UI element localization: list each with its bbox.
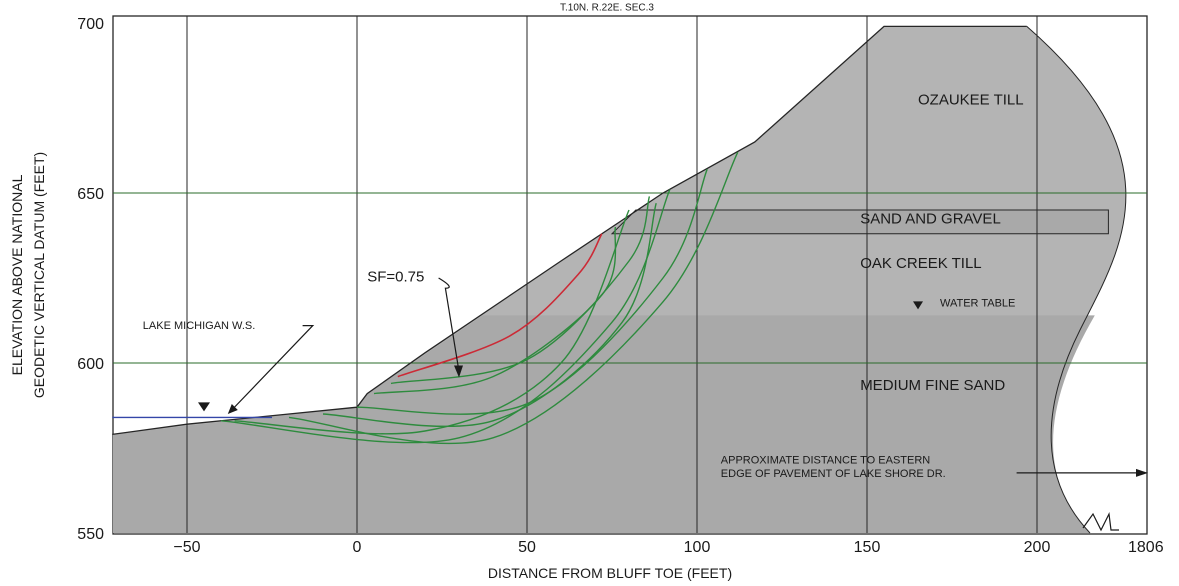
ozaukee-till-label: OZAUKEE TILL (918, 92, 1024, 109)
far-boundary-curve (1026, 26, 1127, 534)
critical-failure-surface-curve (397, 233, 603, 378)
y-tick-label: 700 (77, 16, 104, 33)
x-tick-label: 200 (1024, 539, 1051, 556)
y-tick-label: 650 (77, 186, 104, 203)
x-tick-label: 100 (684, 539, 711, 556)
section-header: T.10N. R.22E. SEC.3 (560, 2, 654, 13)
x-tick-label: 50 (518, 539, 536, 556)
sand-and-gravel-label: SAND AND GRAVEL (860, 211, 1001, 228)
water-table-triangle-icon (913, 301, 923, 310)
sand-and-gravel-band (610, 209, 1109, 235)
safety-factor-arrowhead-icon (454, 365, 463, 378)
x-tick-label: −50 (173, 539, 200, 556)
x-break-tick-label: 1806 (1128, 539, 1164, 556)
lake-level-triangle-icon (198, 402, 210, 412)
trial-failure-surfaces (220, 151, 739, 445)
lake-leader-arrow (231, 325, 315, 411)
gridlines (113, 16, 1147, 533)
water-table-label: WATER TABLE (940, 297, 1015, 309)
lake-michigan-label: LAKE MICHIGAN W.S. (143, 320, 255, 332)
far-distance-note-line-2: EDGE OF PAVEMENT OF LAKE SHORE DR. (721, 468, 946, 480)
y-axis-title-line-1: ELEVATION ABOVE NATIONAL (9, 174, 25, 375)
medium-fine-sand-band (113, 315, 1095, 533)
oak-creek-till-label: OAK CREEK TILL (860, 255, 981, 272)
axis-break-symbol (1082, 511, 1119, 532)
y-tick-labels: 550 600 650 700 (77, 16, 104, 543)
lake-arrowhead-icon (227, 404, 238, 414)
x-axis-title: DISTANCE FROM BLUFF TOE (FEET) (488, 565, 732, 581)
far-distance-note-line-1: APPROXIMATE DISTANCE TO EASTERN (721, 454, 931, 466)
safety-factor-label: SF=0.75 (367, 268, 424, 285)
medium-fine-sand-label: MEDIUM FINE SAND (860, 377, 1005, 394)
y-axis-title-line-2: GEODETIC VERTICAL DATUM (FEET) (31, 152, 47, 398)
y-tick-label: 550 (77, 526, 104, 543)
x-tick-label: 0 (353, 539, 362, 556)
trial-failure-surface (234, 209, 630, 435)
trial-failure-surface (390, 196, 651, 385)
trial-failure-surface (356, 168, 708, 415)
y-tick-label: 600 (77, 356, 104, 373)
far-distance-arrowhead-icon (1136, 468, 1148, 477)
trial-failure-surface (373, 226, 617, 395)
trial-failure-surface (288, 151, 739, 445)
safety-factor-leader-arrow (438, 277, 460, 372)
x-tick-labels: −50 0 50 100 150 200 (173, 539, 1050, 556)
x-tick-label: 150 (854, 539, 881, 556)
